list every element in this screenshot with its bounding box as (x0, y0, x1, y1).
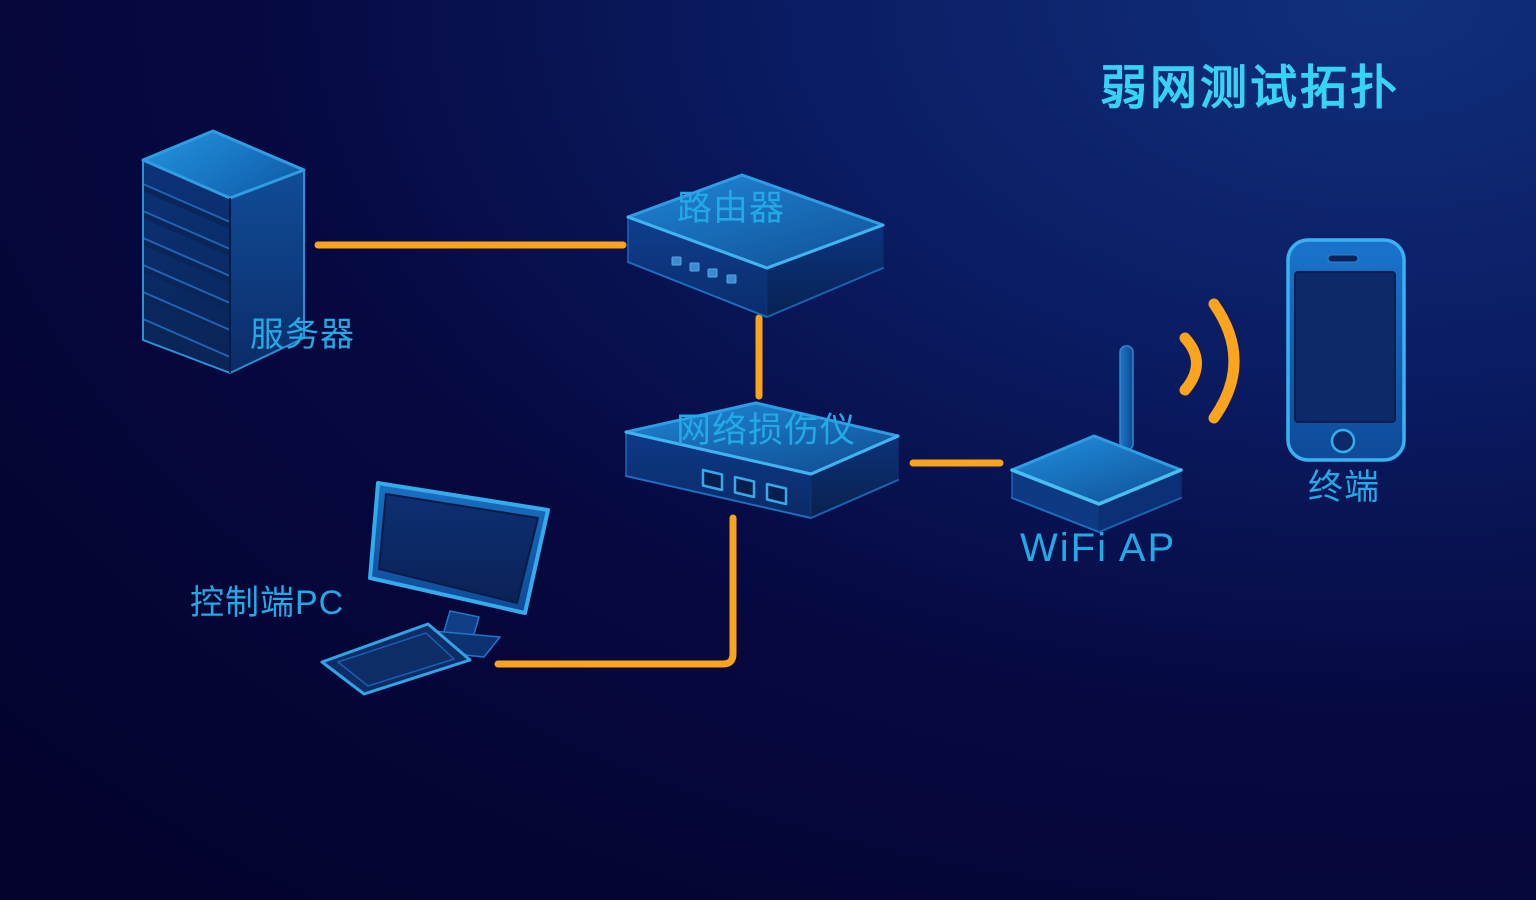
control-pc-label: 控制端PC (190, 584, 345, 622)
terminal-label: 终端 (1308, 468, 1381, 507)
node-server (138, 126, 310, 380)
router-icon (626, 173, 885, 318)
phone-speaker (1327, 254, 1359, 263)
phone-home-button (1330, 428, 1356, 454)
wifi-ap-label: WiFi AP (1020, 526, 1177, 570)
server-icon (141, 129, 306, 374)
wifi-ap-icon (1010, 345, 1183, 533)
node-router (620, 168, 888, 324)
node-wifi-ap (1000, 336, 1190, 540)
node-impairment (616, 396, 904, 536)
ap-antenna (1119, 345, 1134, 451)
node-terminal (1282, 232, 1412, 468)
phone-screen (1294, 271, 1396, 423)
impairment-label: 网络损伤仪 (676, 411, 857, 450)
impairment-ports (701, 468, 788, 506)
node-control-pc (316, 470, 572, 700)
smartphone-icon (1286, 238, 1406, 462)
server-label: 服务器 (250, 316, 355, 354)
desktop-pc-icon (320, 481, 550, 696)
router-indicator-lights (671, 256, 737, 284)
network-impairment-icon (624, 401, 900, 519)
connection-pc-impairment (494, 514, 737, 668)
diagram-title: 弱网测试拓扑 (1100, 61, 1400, 114)
wifi-signal-icon (1179, 298, 1240, 424)
router-label: 路由器 (677, 189, 786, 228)
